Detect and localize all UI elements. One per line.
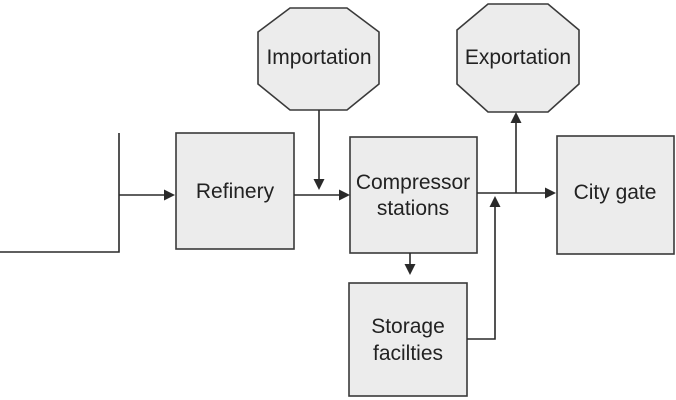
edge-compressor-to-exportation — [510, 112, 522, 193]
edge-compressor-to-city-gate — [477, 187, 556, 199]
compressor-stations-node: Compressor stations — [349, 136, 478, 254]
edge-refinery-to-compressor — [294, 189, 350, 201]
exportation-label: Exportation — [465, 46, 571, 69]
compressor-label-line2: stations — [377, 197, 449, 220]
edge-compressor-to-storage — [404, 253, 416, 275]
importation-node: Importation — [257, 7, 380, 111]
city-gate-label: City gate — [574, 181, 657, 204]
storage-facilities-node: Storage facilties — [348, 282, 468, 397]
storage-label-line1: Storage — [371, 315, 445, 338]
source-bracket — [0, 133, 120, 253]
edge-source-to-refinery — [119, 189, 175, 201]
edge-importation-to-compressor — [313, 110, 325, 190]
storage-label-line2: facilties — [373, 342, 443, 365]
importation-label: Importation — [266, 46, 371, 69]
city-gate-node: City gate — [556, 135, 675, 255]
compressor-label-line1: Compressor — [356, 171, 470, 194]
refinery-label: Refinery — [196, 180, 275, 203]
edge-storage-to-compressor — [467, 196, 501, 340]
refinery-node: Refinery — [175, 132, 295, 250]
exportation-node: Exportation — [456, 3, 580, 113]
